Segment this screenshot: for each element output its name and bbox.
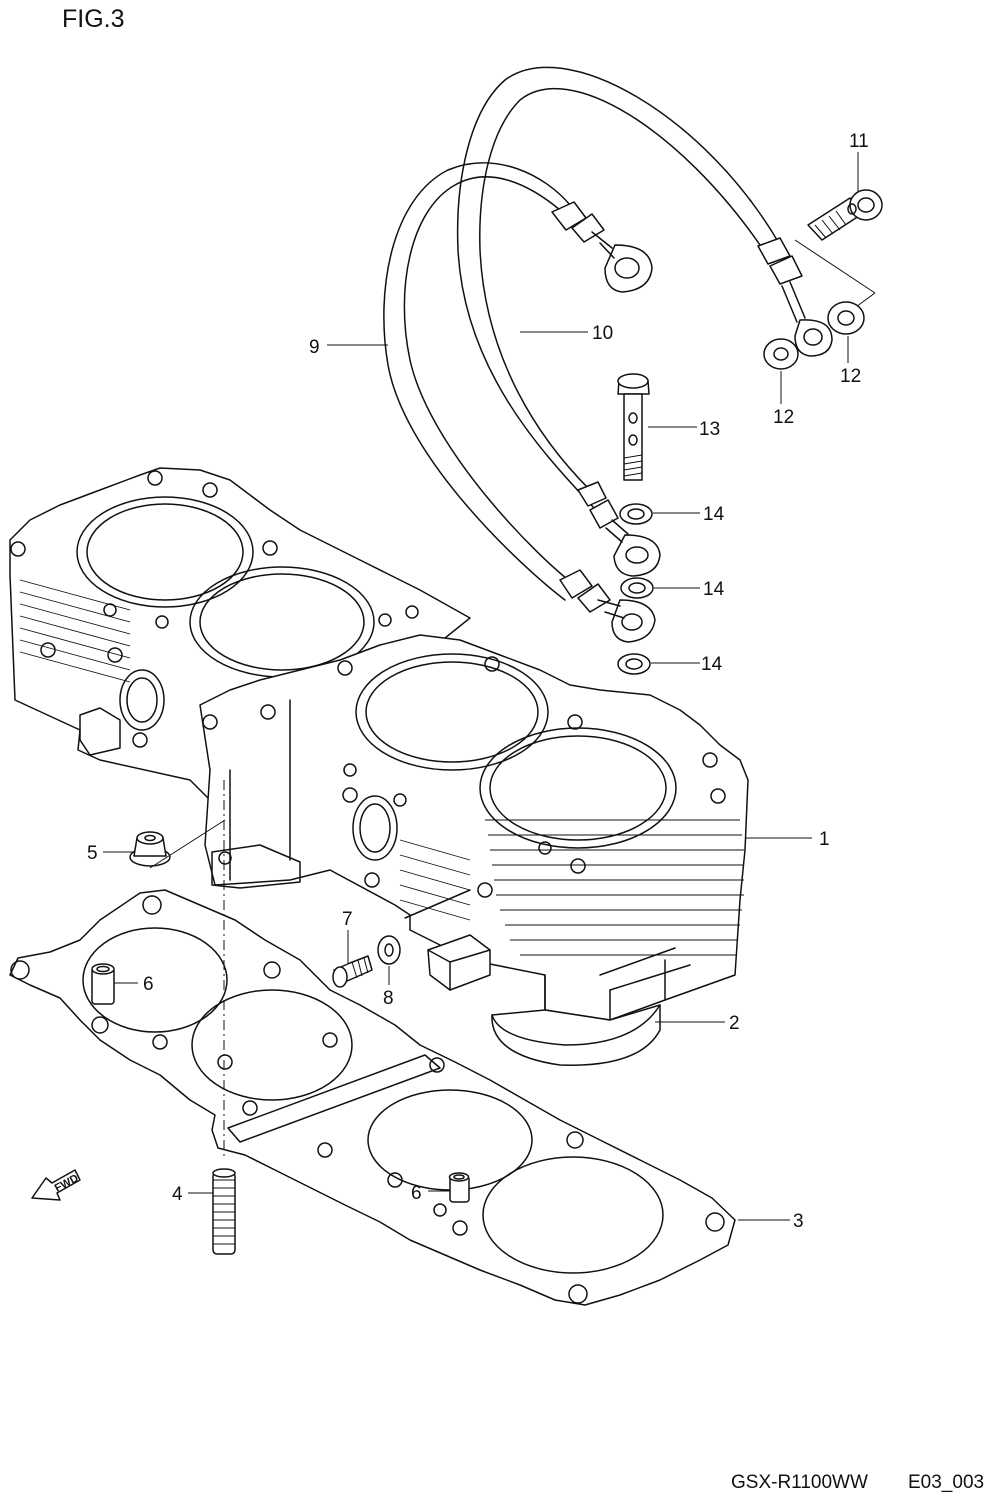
sealing-washer-lower (763, 338, 799, 370)
union-bolt (794, 189, 883, 316)
washer (377, 935, 401, 965)
union-bolt-long (617, 373, 650, 481)
fwd-arrow-icon: FWD (31, 1169, 81, 1201)
footer-model-code: GSX-R1100WW (731, 1472, 868, 1493)
callout-3: 3 (793, 1211, 804, 1232)
callout-5: 5 (87, 843, 98, 864)
callout-labels: 1 2 3 4 5 6 6 7 8 9 10 11 12 12 13 14 14… (87, 131, 869, 1232)
cylinder-base-o-ring (491, 1004, 661, 1066)
head-gasket (9, 889, 736, 1306)
footer-sheet-code: E03_003 (908, 1472, 984, 1493)
callout-8: 8 (383, 988, 394, 1009)
callout-9: 9 (309, 337, 320, 358)
gasket-washer-1 (619, 503, 653, 525)
leader-lines (103, 152, 859, 1221)
callout-1: 1 (819, 829, 830, 850)
gasket-washer-2 (620, 577, 654, 599)
callout-2: 2 (729, 1013, 740, 1034)
dowel-left (91, 963, 115, 1005)
nut (129, 831, 171, 867)
bolt-small (332, 955, 373, 988)
cylinder-block (9, 467, 749, 1021)
gasket-washer-3 (617, 653, 651, 675)
callout-6-left: 6 (143, 974, 154, 995)
callout-6-right: 6 (411, 1183, 422, 1204)
dowel-right (448, 1172, 470, 1203)
callout-11: 11 (849, 131, 869, 152)
oil-hose-9 (383, 162, 656, 643)
dowel-pin (212, 1168, 236, 1255)
callout-13: 13 (699, 419, 720, 440)
figure-title: FIG.3 (62, 5, 125, 33)
fwd-label: FWD (53, 1172, 81, 1194)
callout-4: 4 (172, 1184, 183, 1205)
callout-12-right: 12 (840, 366, 861, 387)
callout-14-middle: 14 (703, 579, 725, 600)
oil-hose-10 (456, 66, 833, 577)
callout-14-upper: 14 (703, 504, 725, 525)
callout-14-lower: 14 (701, 654, 723, 675)
callout-12-left: 12 (773, 407, 794, 428)
sealing-washer-upper (827, 301, 865, 335)
callout-7: 7 (342, 909, 353, 930)
callout-10: 10 (592, 323, 613, 344)
